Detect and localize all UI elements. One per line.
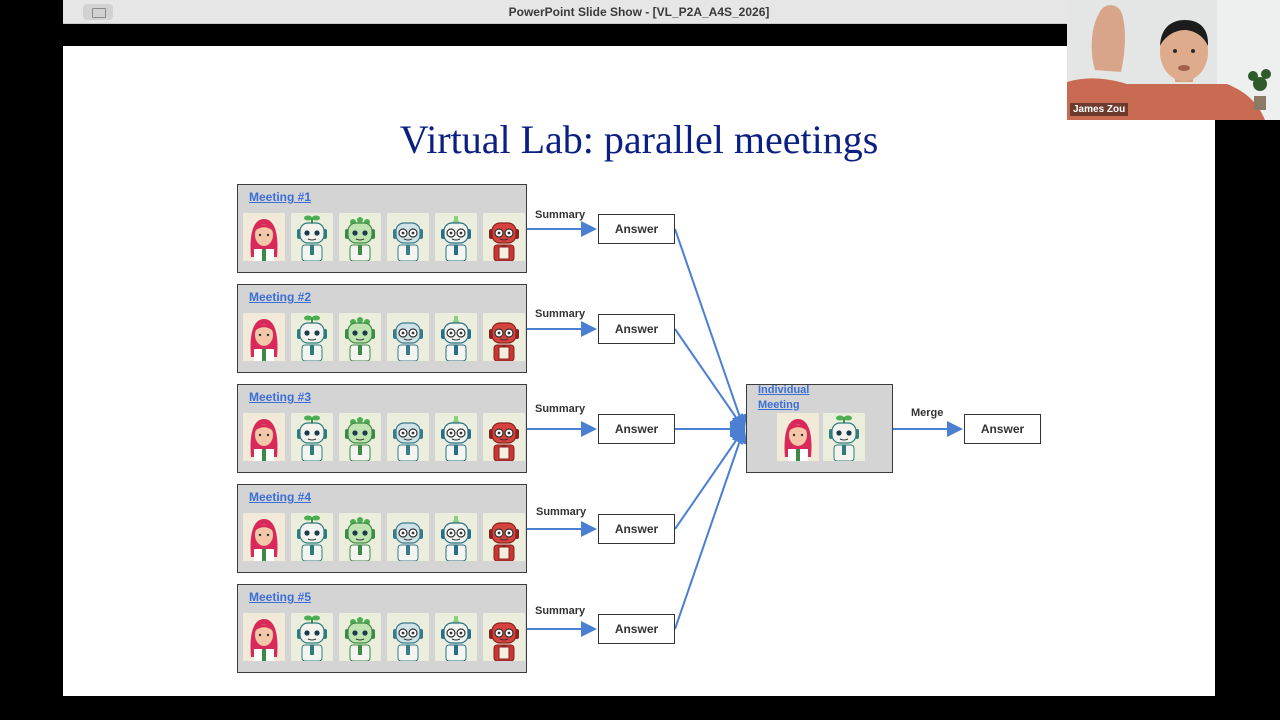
merge-label: Merge (911, 407, 944, 419)
flask-robot-avatar (435, 213, 477, 261)
agent-avatars (243, 413, 525, 461)
green-robot-avatar (339, 613, 381, 661)
meeting-label[interactable]: Meeting #5 (249, 590, 312, 604)
answer-box-1[interactable]: Answer (598, 214, 675, 244)
scientist-woman-avatar (243, 313, 285, 361)
summary-label-3: Summary (535, 403, 586, 415)
meeting-box-1[interactable]: Meeting #1 (237, 184, 527, 273)
meeting-box-3[interactable]: Meeting #3 (237, 384, 527, 473)
sprout-robot-avatar (291, 513, 333, 561)
glasses-robot-avatar (387, 413, 429, 461)
answer-box-2[interactable]: Answer (598, 314, 675, 344)
red-robot-avatar (483, 213, 525, 261)
answer-to-individual-5 (674, 427, 747, 630)
scientist-woman-avatar (777, 413, 819, 461)
flask-robot-avatar (435, 513, 477, 561)
sprout-robot-avatar (823, 413, 865, 461)
agent-avatars (243, 513, 525, 561)
meeting-box-2[interactable]: Meeting #2 (237, 284, 527, 373)
participant-video-frame (1067, 0, 1280, 120)
glasses-robot-avatar (387, 313, 429, 361)
agent-avatars (243, 313, 525, 361)
sprout-robot-avatar (291, 413, 333, 461)
meeting-box-4[interactable]: Meeting #4 (237, 484, 527, 573)
green-robot-avatar (339, 213, 381, 261)
sprout-robot-avatar (291, 313, 333, 361)
meeting-label[interactable]: Meeting #1 (249, 190, 312, 204)
answer-to-individual-4 (674, 427, 746, 530)
glasses-robot-avatar (387, 513, 429, 561)
green-robot-avatar (339, 413, 381, 461)
meeting-label[interactable]: Meeting #4 (249, 490, 312, 504)
flask-robot-avatar (435, 313, 477, 361)
scientist-woman-avatar (243, 513, 285, 561)
summary-label-1: Summary (535, 209, 586, 221)
individual-meeting-box[interactable]: Individual Meeting (746, 384, 893, 473)
answer-to-individual-2 (674, 328, 746, 431)
glasses-robot-avatar (387, 213, 429, 261)
answer-box-3[interactable]: Answer (598, 414, 675, 444)
meeting-label[interactable]: Meeting #2 (249, 290, 312, 304)
sprout-robot-avatar (291, 613, 333, 661)
meeting-label[interactable]: Meeting #3 (249, 390, 312, 404)
participant-video[interactable]: James Zou (1067, 0, 1280, 120)
flask-robot-avatar (435, 413, 477, 461)
slide-title: Virtual Lab: parallel meetings (399, 117, 879, 162)
red-robot-avatar (483, 613, 525, 661)
answer-box-5[interactable]: Answer (598, 614, 675, 644)
window-title-bar: PowerPoint Slide Show - [VL_P2A_A4S_2026… (63, 0, 1215, 24)
individual-avatars (777, 413, 869, 461)
meeting-box-5[interactable]: Meeting #5 (237, 584, 527, 673)
green-robot-avatar (339, 513, 381, 561)
scientist-woman-avatar (243, 613, 285, 661)
final-answer-box[interactable]: Answer (964, 414, 1041, 444)
summary-label-2: Summary (535, 308, 586, 320)
scientist-woman-avatar (243, 213, 285, 261)
answer-box-4[interactable]: Answer (598, 514, 675, 544)
answer-to-individual-1 (674, 228, 747, 431)
red-robot-avatar (483, 313, 525, 361)
scientist-woman-avatar (243, 413, 285, 461)
window-title: PowerPoint Slide Show - [VL_P2A_A4S_2026… (508, 5, 770, 19)
individual-meeting-label[interactable]: Individual Meeting (758, 384, 810, 411)
flask-robot-avatar (435, 613, 477, 661)
agent-avatars (243, 213, 525, 261)
red-robot-avatar (483, 413, 525, 461)
glasses-robot-avatar (387, 613, 429, 661)
slideshow-top-margin (63, 24, 1215, 46)
slide[interactable]: Virtual Lab: parallel meetings Meeting #… (63, 46, 1215, 696)
agent-avatars (243, 613, 525, 661)
sprout-robot-avatar (291, 213, 333, 261)
summary-label-5: Summary (535, 605, 586, 617)
participant-name: James Zou (1070, 103, 1129, 116)
red-robot-avatar (483, 513, 525, 561)
window-mode-icon[interactable] (83, 4, 113, 20)
green-robot-avatar (339, 313, 381, 361)
summary-label-4: Summary (536, 506, 587, 518)
